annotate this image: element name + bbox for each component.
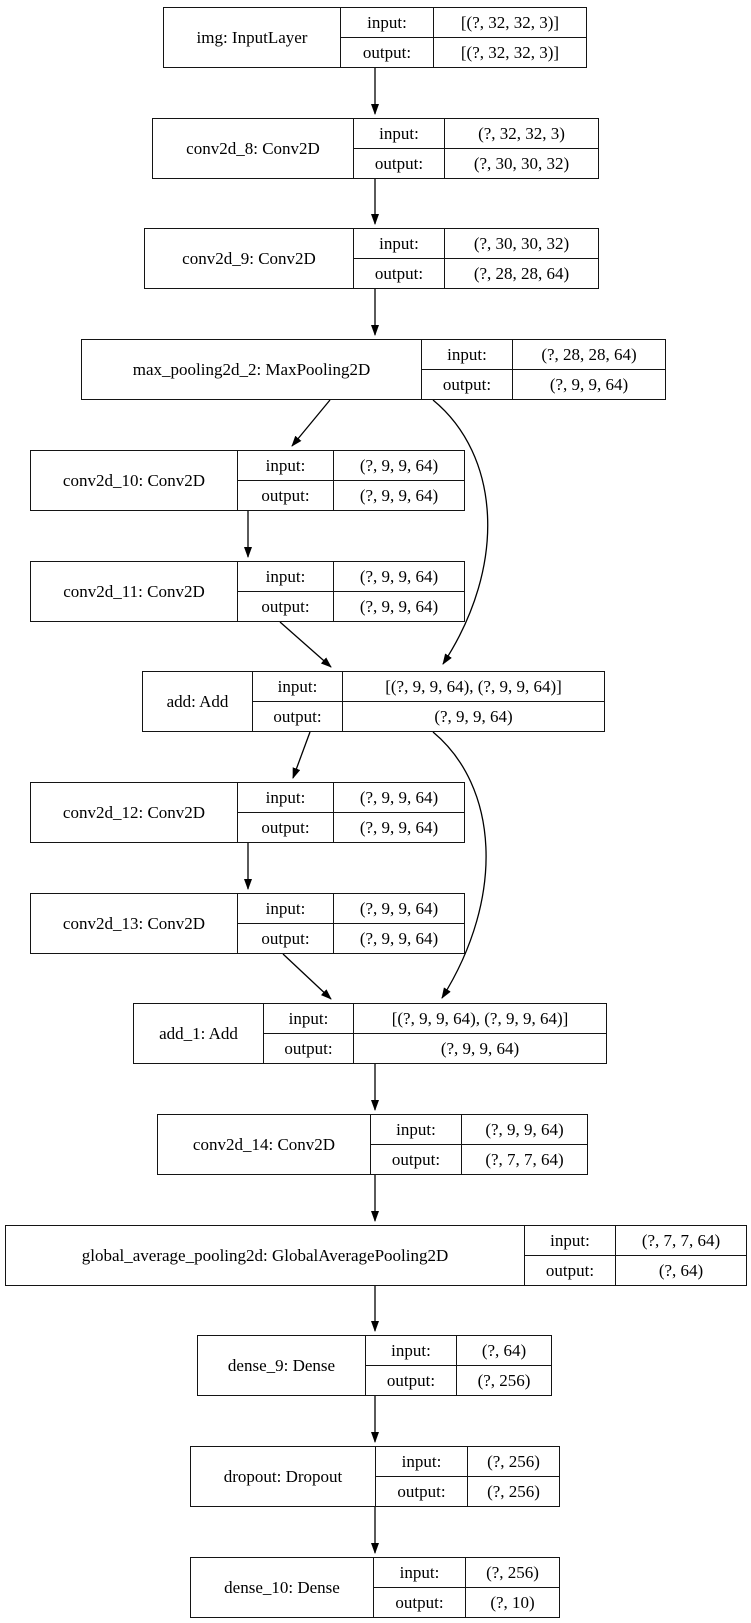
input-field-label: input: <box>238 451 334 480</box>
node-dense_10: dense_10: Dense input: (?, 256) output: … <box>190 1557 560 1618</box>
output-shape: (?, 9, 9, 64) <box>434 706 513 726</box>
input-field-label: input: <box>238 562 334 591</box>
node-max_pooling2d_2: max_pooling2d_2: MaxPooling2D input: (?,… <box>81 339 666 400</box>
input-shape: (?, 9, 9, 64) <box>359 787 439 807</box>
input-field-label: input: <box>264 1004 354 1033</box>
edge-add-conv2d_12 <box>292 731 311 779</box>
output-field-label: output: <box>422 370 513 399</box>
input-field-label: input: <box>341 8 434 37</box>
edge-max_pooling2d_2-conv2d_10 <box>291 399 331 447</box>
output-shape: (?, 256) <box>477 1370 531 1390</box>
input-shape: (?, 9, 9, 64) <box>359 898 439 918</box>
node-global_average_pooling2d: global_average_pooling2d: GlobalAverageP… <box>5 1225 747 1286</box>
layer-name-label: global_average_pooling2d: GlobalAverageP… <box>6 1226 525 1285</box>
edge-conv2d_11-add <box>279 621 332 668</box>
input-field-label: input: <box>371 1115 462 1144</box>
edge-conv2d_13-add_1 <box>282 953 332 1000</box>
input-field-label: input: <box>366 1336 457 1365</box>
layer-name-label: conv2d_14: Conv2D <box>158 1115 371 1174</box>
output-field-label: output: <box>253 702 343 731</box>
output-field-label: output: <box>238 481 334 510</box>
input-field-label: input: <box>253 672 343 701</box>
layer-name-label: add_1: Add <box>134 1004 264 1063</box>
input-shape: (?, 9, 9, 64) <box>359 566 439 586</box>
input-shape: [(?, 32, 32, 3)] <box>460 12 560 32</box>
output-shape: (?, 10) <box>490 1592 535 1612</box>
edge-add-add_1-skip <box>432 731 487 999</box>
node-conv2d_11: conv2d_11: Conv2D input: (?, 9, 9, 64) o… <box>30 561 465 622</box>
output-field-label: output: <box>525 1256 616 1285</box>
node-conv2d_9: conv2d_9: Conv2D input: (?, 30, 30, 32) … <box>144 228 599 289</box>
node-conv2d_12: conv2d_12: Conv2D input: (?, 9, 9, 64) o… <box>30 782 465 843</box>
output-field-label: output: <box>354 149 445 178</box>
output-shape: (?, 9, 9, 64) <box>359 485 439 505</box>
layer-name-label: dropout: Dropout <box>191 1447 376 1506</box>
output-shape: (?, 256) <box>487 1481 540 1501</box>
input-field-label: input: <box>422 340 513 369</box>
layer-name-label: add: Add <box>143 672 253 731</box>
input-field-label: input: <box>376 1447 468 1476</box>
output-field-label: output: <box>238 813 334 842</box>
output-field-label: output: <box>354 259 445 288</box>
output-field-label: output: <box>341 38 434 67</box>
node-add_1: add_1: Add input: [(?, 9, 9, 64), (?, 9,… <box>133 1003 607 1064</box>
node-conv2d_14: conv2d_14: Conv2D input: (?, 9, 9, 64) o… <box>157 1114 588 1175</box>
input-shape: (?, 9, 9, 64) <box>485 1119 564 1139</box>
node-dropout: dropout: Dropout input: (?, 256) output:… <box>190 1446 560 1507</box>
node-add: add: Add input: [(?, 9, 9, 64), (?, 9, 9… <box>142 671 605 732</box>
output-shape: [(?, 32, 32, 3)] <box>460 42 560 62</box>
output-shape: (?, 9, 9, 64) <box>359 596 439 616</box>
input-shape: (?, 28, 28, 64) <box>541 344 637 364</box>
node-conv2d_8: conv2d_8: Conv2D input: (?, 32, 32, 3) o… <box>152 118 599 179</box>
layer-name-label: img: InputLayer <box>164 8 341 67</box>
output-shape: (?, 9, 9, 64) <box>359 928 439 948</box>
input-shape: (?, 9, 9, 64) <box>359 455 439 475</box>
input-field-label: input: <box>354 229 445 258</box>
output-field-label: output: <box>366 1366 457 1395</box>
layer-name-label: conv2d_13: Conv2D <box>31 894 238 953</box>
layer-name-label: conv2d_11: Conv2D <box>31 562 238 621</box>
output-shape: (?, 7, 7, 64) <box>485 1149 564 1169</box>
input-shape: (?, 30, 30, 32) <box>473 233 570 253</box>
node-img: img: InputLayer input: [(?, 32, 32, 3)] … <box>163 7 587 68</box>
layer-name-label: conv2d_10: Conv2D <box>31 451 238 510</box>
input-shape: [(?, 9, 9, 64), (?, 9, 9, 64)] <box>391 1008 569 1028</box>
node-conv2d_10: conv2d_10: Conv2D input: (?, 9, 9, 64) o… <box>30 450 465 511</box>
output-field-label: output: <box>376 1477 468 1506</box>
input-field-label: input: <box>238 783 334 812</box>
output-shape: (?, 28, 28, 64) <box>473 263 570 283</box>
output-shape: (?, 9, 9, 64) <box>440 1038 520 1058</box>
input-shape: (?, 256) <box>486 1562 539 1582</box>
output-shape: (?, 9, 9, 64) <box>359 817 439 837</box>
layer-name-label: max_pooling2d_2: MaxPooling2D <box>82 340 422 399</box>
edge-max_pooling2d_2-add-skip <box>432 399 489 665</box>
input-field-label: input: <box>354 119 445 148</box>
output-shape: (?, 30, 30, 32) <box>473 153 570 173</box>
layer-name-label: dense_10: Dense <box>191 1558 374 1617</box>
input-shape: (?, 7, 7, 64) <box>641 1230 721 1250</box>
layer-name-label: conv2d_12: Conv2D <box>31 783 238 842</box>
output-field-label: output: <box>371 1145 462 1174</box>
input-field-label: input: <box>238 894 334 923</box>
output-shape: (?, 64) <box>658 1260 704 1280</box>
output-shape: (?, 9, 9, 64) <box>549 374 629 394</box>
input-shape: [(?, 9, 9, 64), (?, 9, 9, 64)] <box>385 676 562 696</box>
layer-name-label: conv2d_8: Conv2D <box>153 119 354 178</box>
input-shape: (?, 256) <box>487 1451 540 1471</box>
input-field-label: input: <box>525 1226 616 1255</box>
node-dense_9: dense_9: Dense input: (?, 64) output: (?… <box>197 1335 552 1396</box>
input-shape: (?, 64) <box>481 1340 527 1360</box>
output-field-label: output: <box>238 924 334 953</box>
input-field-label: input: <box>374 1558 466 1587</box>
input-shape: (?, 32, 32, 3) <box>478 123 565 143</box>
output-field-label: output: <box>238 592 334 621</box>
layer-name-label: dense_9: Dense <box>198 1336 366 1395</box>
layer-name-label: conv2d_9: Conv2D <box>145 229 354 288</box>
output-field-label: output: <box>374 1588 466 1617</box>
output-field-label: output: <box>264 1034 354 1063</box>
node-conv2d_13: conv2d_13: Conv2D input: (?, 9, 9, 64) o… <box>30 893 465 954</box>
